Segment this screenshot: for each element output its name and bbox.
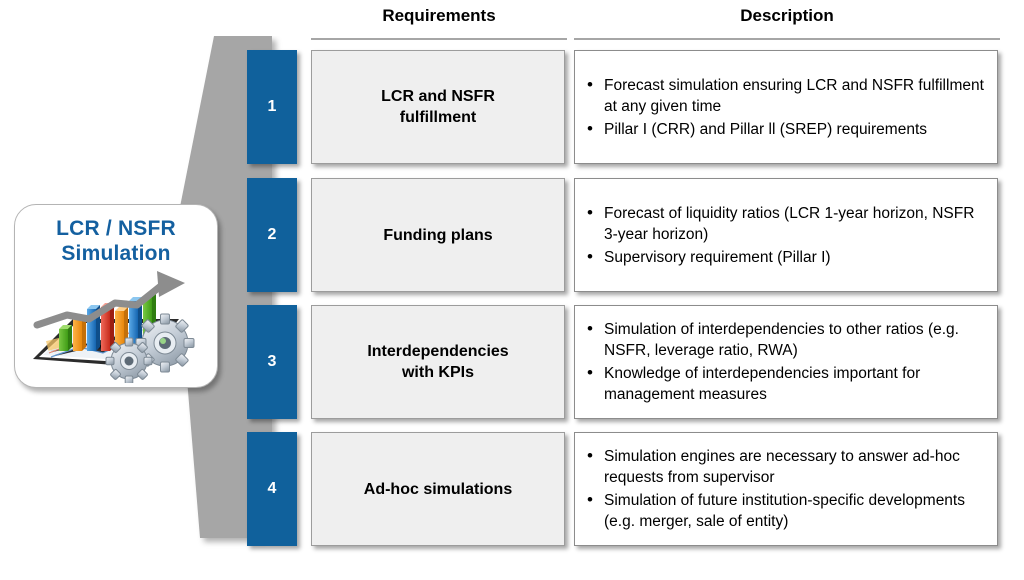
requirement-box[interactable]: LCR and NSFR fulfillment [311, 50, 565, 164]
logo-title-line2: Simulation [61, 242, 171, 265]
step-number-label: 2 [267, 226, 277, 243]
requirement-line: Interdependencies [367, 343, 509, 360]
requirement-line: with KPIs [401, 364, 474, 381]
header-rule [574, 38, 1000, 40]
header-rule [311, 38, 567, 40]
description-list: Simulation engines are necessary to answ… [583, 444, 987, 534]
column-header-description-label: Description [740, 6, 834, 25]
requirement-box[interactable]: Interdependencies with KPIs [311, 305, 565, 419]
description-list: Forecast of liquidity ratios (LCR 1-year… [583, 201, 987, 270]
requirement-line: Ad-hoc simulations [363, 480, 513, 498]
logo-title-line1: LCR / NSFR [56, 217, 176, 240]
column-header-requirements-label: Requirements [382, 6, 496, 25]
step-number-badge[interactable]: 3 [247, 305, 297, 419]
step-number-badge[interactable]: 1 [247, 50, 297, 164]
description-bullet: Pillar I (CRR) and Pillar ll (SREP) requ… [583, 118, 987, 140]
description-list: Simulation of interdependencies to other… [583, 317, 987, 407]
column-header-requirements: Requirements [311, 6, 567, 40]
step-number-badge[interactable]: 2 [247, 178, 297, 292]
description-bullet: Knowledge of interdependencies important… [583, 362, 987, 405]
requirement-line: fulfillment [399, 109, 477, 126]
description-list: Forecast simulation ensuring LCR and NSF… [583, 73, 987, 142]
requirement-box[interactable]: Funding plans [311, 178, 565, 292]
step-number-badge[interactable]: 4 [247, 432, 297, 546]
growth-arrow-icon [33, 271, 185, 329]
gear-icon-large [135, 313, 195, 373]
description-bullet: Supervisory requirement (Pillar I) [583, 246, 987, 268]
description-bullet: Simulation engines are necessary to answ… [583, 445, 987, 488]
column-header-description: Description [574, 6, 1000, 40]
requirement-box[interactable]: Ad-hoc simulations [311, 432, 565, 546]
logo-card: LCR / NSFR Simulation [14, 204, 218, 388]
step-number-label: 4 [267, 480, 277, 497]
description-box[interactable]: Forecast simulation ensuring LCR and NSF… [574, 50, 998, 164]
step-number-label: 1 [267, 98, 277, 115]
step-number-label: 3 [267, 353, 277, 370]
description-bullet: Simulation of interdependencies to other… [583, 318, 987, 361]
description-box[interactable]: Simulation engines are necessary to answ… [574, 432, 998, 546]
logo-title: LCR / NSFR Simulation [15, 216, 217, 266]
requirement-line: LCR and NSFR [381, 88, 495, 105]
description-box[interactable]: Simulation of interdependencies to other… [574, 305, 998, 419]
requirement-line: Funding plans [383, 226, 493, 244]
description-bullet: Forecast simulation ensuring LCR and NSF… [583, 74, 987, 117]
tablet-bar-chart-gears-icon [29, 267, 209, 385]
gear-icon-small [105, 337, 153, 385]
description-box[interactable]: Forecast of liquidity ratios (LCR 1-year… [574, 178, 998, 292]
description-bullet: Forecast of liquidity ratios (LCR 1-year… [583, 202, 987, 245]
description-bullet: Simulation of future institution-specifi… [583, 489, 987, 532]
